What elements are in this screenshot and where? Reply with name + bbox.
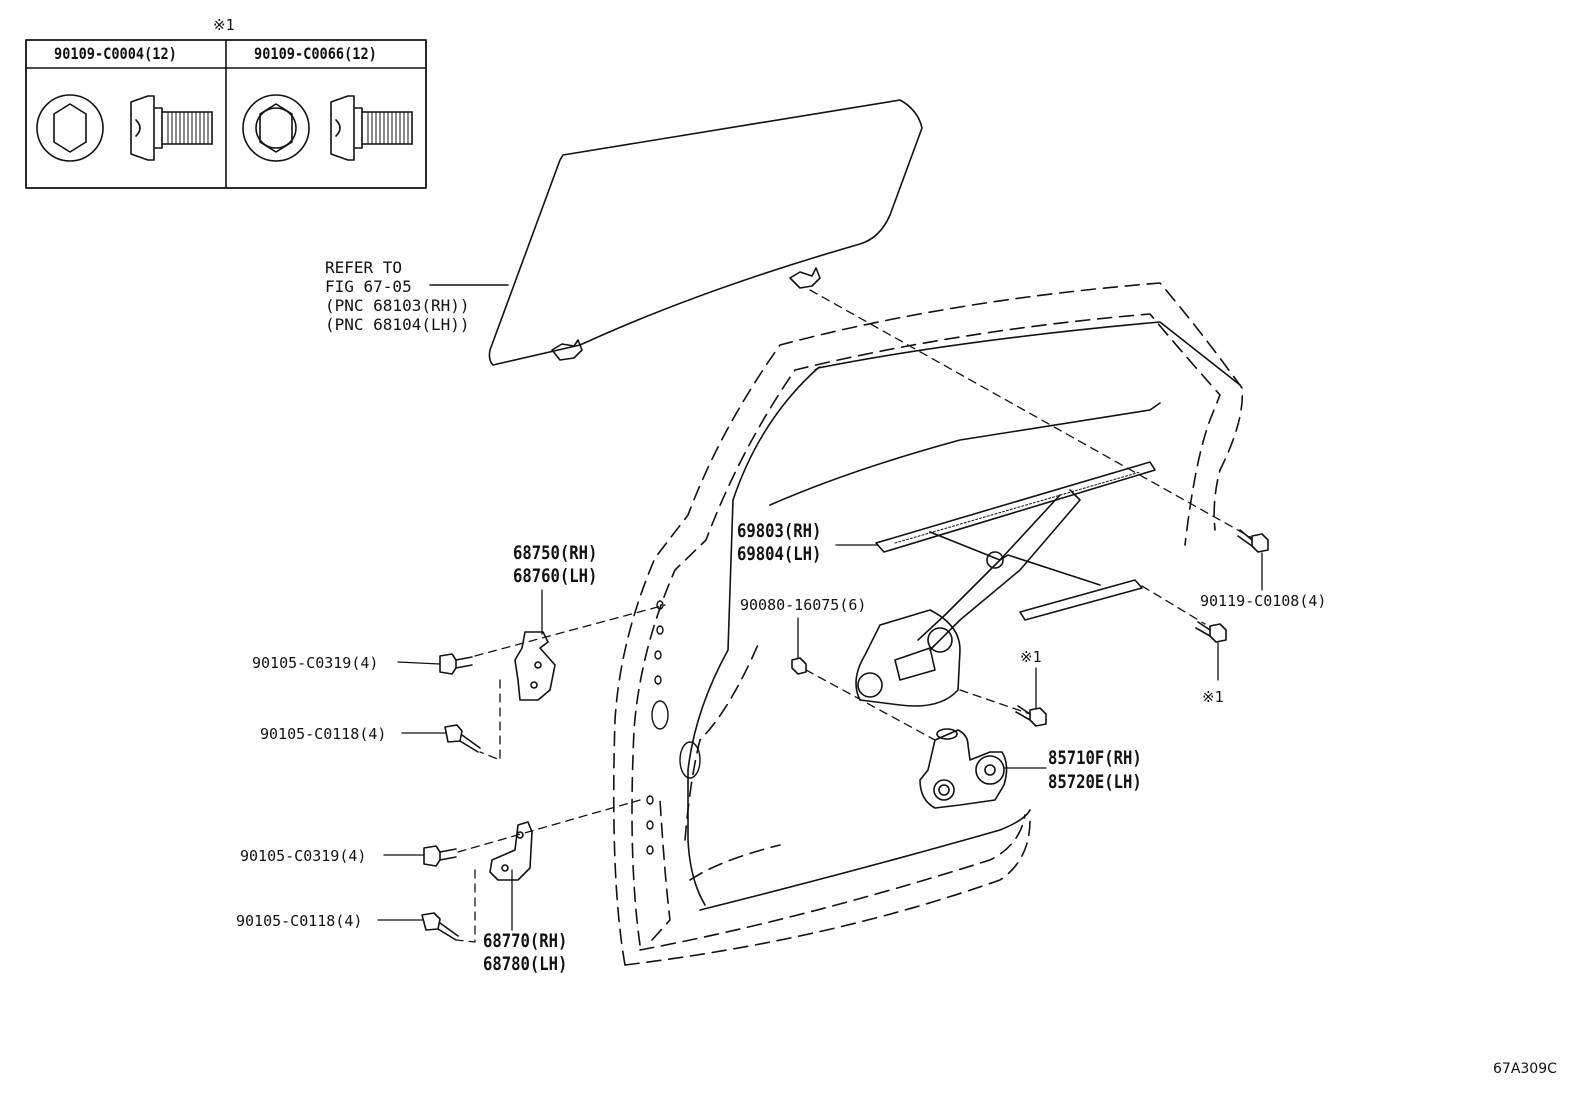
bolt-90105-c0118-upper [444, 724, 481, 753]
label-regulator-rh: 69803(RH) [737, 520, 822, 542]
window-regulator [855, 461, 1156, 707]
leader-lines [377, 544, 1263, 931]
assembly-dashed-lines [455, 289, 1253, 943]
fastener-table [25, 39, 427, 189]
door-frame-outline [612, 282, 1244, 966]
label-bolt-90105-c0118-lower: 90105-C0118(4) [236, 912, 363, 930]
upper-hinge [514, 631, 556, 701]
label-motor-rh: 85710F(RH) [1048, 747, 1142, 769]
table-header-col2: 90109-C0066(12) [254, 44, 377, 63]
label-lower-hinge-lh: 68780(LH) [483, 953, 568, 975]
refer-line1: REFER TO [325, 258, 403, 277]
note1-mark-table: ※1 [213, 16, 235, 34]
door-frame-solid [687, 321, 1241, 911]
flange-bolt-1-icon [36, 94, 213, 162]
figure-code: 67A309C [1493, 1061, 1557, 1077]
label-bolt-90105-c0118-upper: 90105-C0118(4) [260, 725, 387, 743]
label-bolt-90105-c0319-lower: 90105-C0319(4) [240, 847, 367, 865]
regulator-motor [919, 728, 1008, 809]
note1-mark-center: ※1 [1020, 648, 1042, 666]
label-bolt-90119-c0108: 90119-C0108(4) [1200, 592, 1327, 610]
label-regulator-lh: 69804(LH) [737, 543, 822, 565]
label-bolt-90105-c0319-upper: 90105-C0319(4) [252, 654, 379, 672]
label-upper-hinge-rh: 68750(RH) [513, 542, 598, 564]
table-header-col1: 90109-C0004(12) [54, 44, 177, 63]
label-motor-lh: 85720E(LH) [1048, 771, 1142, 793]
door-panel-holes [646, 600, 701, 855]
label-upper-hinge-lh: 68760(LH) [513, 565, 598, 587]
bolt-note1-right [1195, 621, 1227, 643]
screw-90080-16075 [791, 657, 807, 675]
bolt-90105-c0319-upper [439, 653, 473, 675]
bolt-note1-center [1015, 705, 1047, 727]
flange-bolt-2-icon [242, 94, 413, 162]
label-screw-90080-16075: 90080-16075(6) [740, 596, 867, 614]
refer-line2: FIG 67-05 [325, 277, 412, 296]
door-glass [488, 99, 923, 366]
lower-hinge [489, 821, 533, 881]
refer-line4: (PNC 68104(LH)) [325, 315, 470, 334]
note1-mark-right: ※1 [1202, 688, 1224, 706]
bolt-90105-c0319-lower [423, 845, 457, 867]
bolt-90105-c0118-lower [421, 912, 459, 941]
refer-line3: (PNC 68103(RH)) [325, 296, 470, 315]
label-lower-hinge-rh: 68770(RH) [483, 930, 568, 952]
